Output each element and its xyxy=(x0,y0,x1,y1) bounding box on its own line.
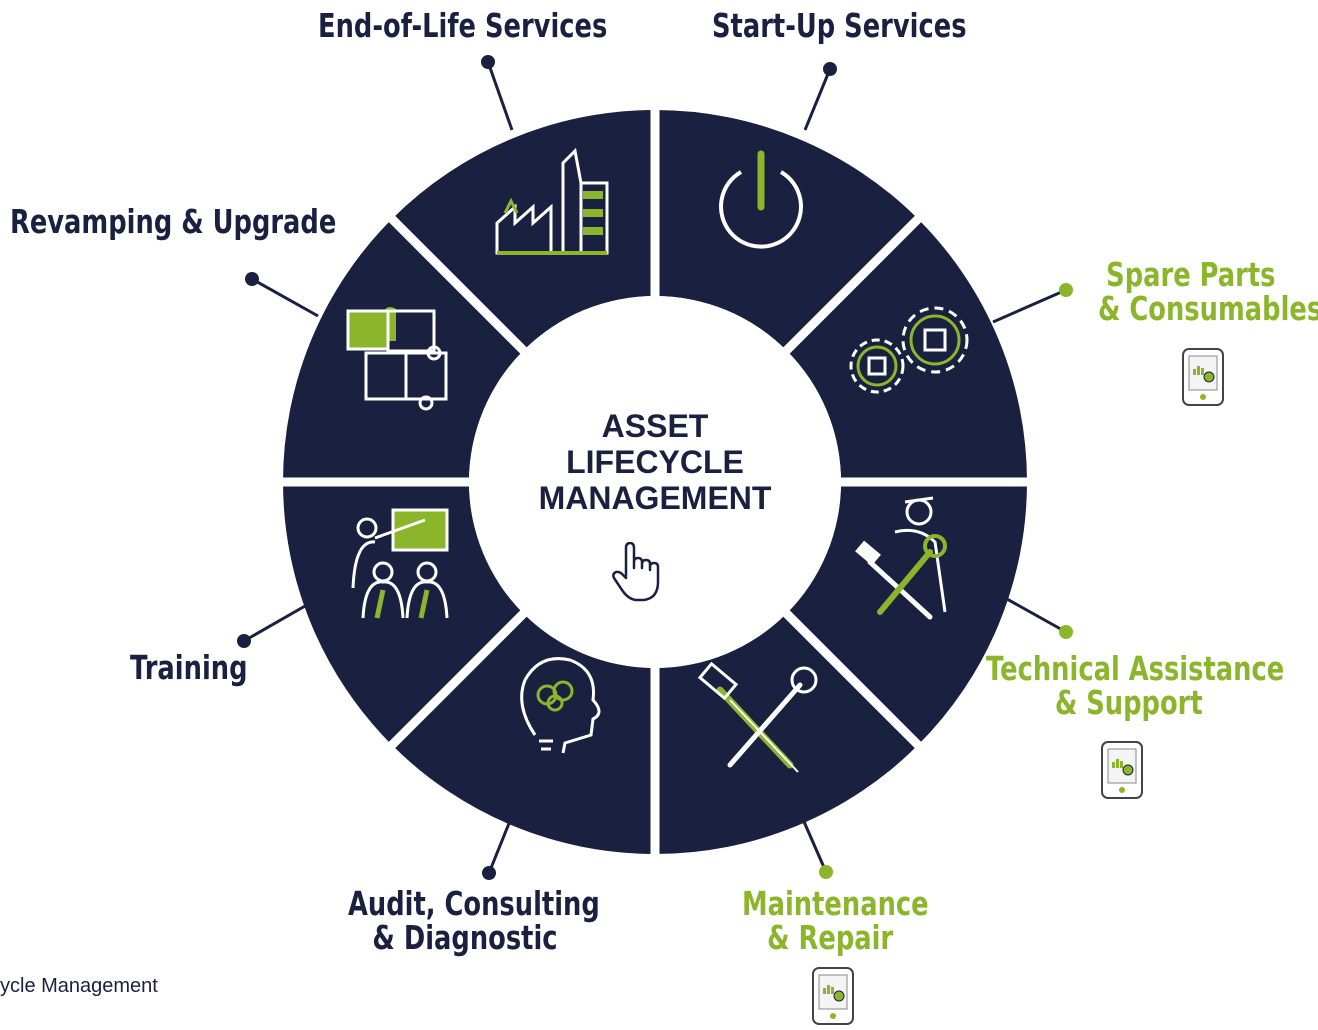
connector-end-of-life xyxy=(481,55,514,131)
center-title-line1: ASSET xyxy=(601,408,709,444)
connector-spare-parts xyxy=(992,283,1073,324)
segment-maintenance[interactable] xyxy=(655,613,919,854)
segment-start-up[interactable] xyxy=(655,110,919,351)
puzzle-icon xyxy=(346,307,448,411)
segment-technical[interactable] xyxy=(786,482,1027,746)
segment-end-of-life[interactable] xyxy=(391,110,655,351)
label-technical[interactable]: Technical Assistance & Support xyxy=(986,649,1285,722)
connector-technical xyxy=(997,592,1073,639)
label-audit[interactable]: Audit, Consulting & Diagnostic xyxy=(348,884,600,957)
segment-spare-parts[interactable] xyxy=(786,218,1027,482)
center-circle[interactable] xyxy=(469,296,841,668)
tablet-dashboard-icon[interactable] xyxy=(1181,347,1225,407)
pointer-hand-icon[interactable] xyxy=(610,542,662,602)
factory-icon xyxy=(495,147,609,255)
segment-divider xyxy=(385,607,530,752)
connector-maintenance xyxy=(796,807,833,879)
gears-icon xyxy=(849,306,969,394)
presentation-icon xyxy=(351,508,449,619)
power-icon xyxy=(719,150,803,249)
hammer-wrench-icon xyxy=(697,661,818,773)
label-training[interactable]: Training xyxy=(130,648,248,687)
tablet-dashboard-icon[interactable] xyxy=(1100,740,1144,800)
label-start-up[interactable]: Start-Up Services xyxy=(712,6,967,45)
center-title-line3: MANAGEMENT xyxy=(538,480,772,516)
footer-caption: ycle Management xyxy=(0,975,158,997)
connector-training xyxy=(237,600,313,648)
connector-revamping xyxy=(245,272,319,318)
lightbulb-icon xyxy=(520,657,601,754)
mechanic-icon xyxy=(855,496,947,620)
label-revamping[interactable]: Revamping & Upgrade xyxy=(10,202,337,241)
segment-divider xyxy=(780,212,925,357)
connector-audit xyxy=(482,805,518,880)
tablet-dashboard-icon[interactable] xyxy=(811,966,855,1026)
label-spare-parts[interactable]: Spare Parts & Consumables xyxy=(1098,255,1318,328)
label-end-of-life[interactable]: End-of-Life Services xyxy=(318,6,608,45)
connector-start-up xyxy=(803,62,837,131)
segment-divider xyxy=(385,212,530,357)
center-title-line2: LIFECYCLE xyxy=(566,444,744,480)
segment-divider xyxy=(780,607,925,752)
label-maintenance[interactable]: Maintenance & Repair xyxy=(742,884,929,957)
center-title[interactable]: ASSET LIFECYCLE MANAGEMENT xyxy=(487,408,823,516)
